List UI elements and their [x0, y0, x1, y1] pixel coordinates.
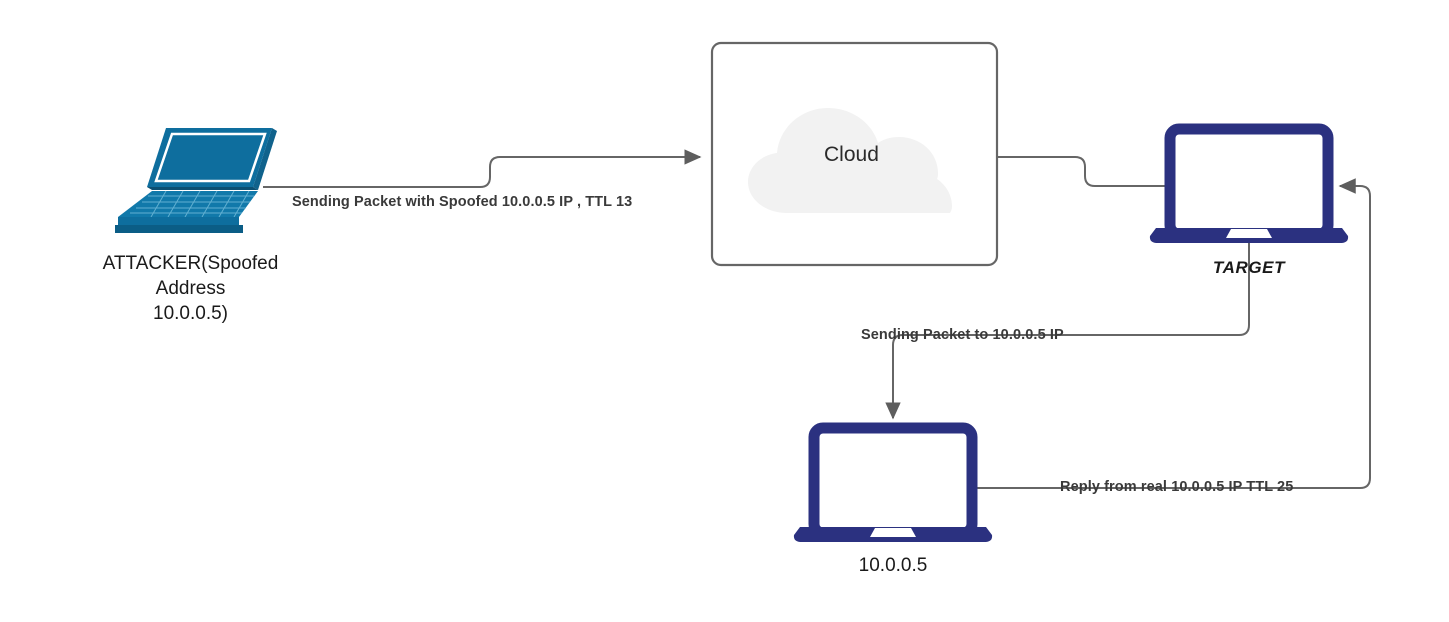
edge-line-cloud-target [997, 156, 1170, 187]
edge-attacker-to-cloud [263, 149, 702, 188]
edge-line-victim-target [975, 178, 1371, 489]
laptop-isometric-icon [115, 128, 277, 233]
victim-label: 10.0.0.5 [858, 555, 928, 576]
node-victim[interactable] [793, 422, 993, 542]
node-target[interactable] [1149, 123, 1349, 243]
edge-line-attacker-cloud [263, 149, 702, 188]
edge-victim-to-target [975, 178, 1371, 489]
edge-cloud-to-target [997, 156, 1170, 187]
laptop-front-icon [1149, 123, 1349, 243]
node-attacker[interactable] [115, 128, 277, 233]
edge-target-to-victim [885, 243, 1250, 420]
attacker-label: ATTACKER(Spoofed Address 10.0.0.5) [102, 253, 279, 324]
laptop-front-icon [793, 422, 993, 542]
cloud-icon [748, 108, 952, 213]
cloud-label: Cloud [824, 143, 879, 166]
node-cloud[interactable] [710, 41, 999, 267]
edge-line-target-victim [885, 243, 1250, 420]
edge-label-victim-to-target: Reply from real 10.0.0.5 IP TTL 25 [1060, 479, 1294, 495]
edge-label-target-to-victim: Sending Packet to 10.0.0.5 IP [861, 327, 1064, 343]
target-label: TARGET [1212, 258, 1286, 277]
edge-label-attacker-to-cloud: Sending Packet with Spoofed 10.0.0.5 IP … [292, 194, 633, 210]
